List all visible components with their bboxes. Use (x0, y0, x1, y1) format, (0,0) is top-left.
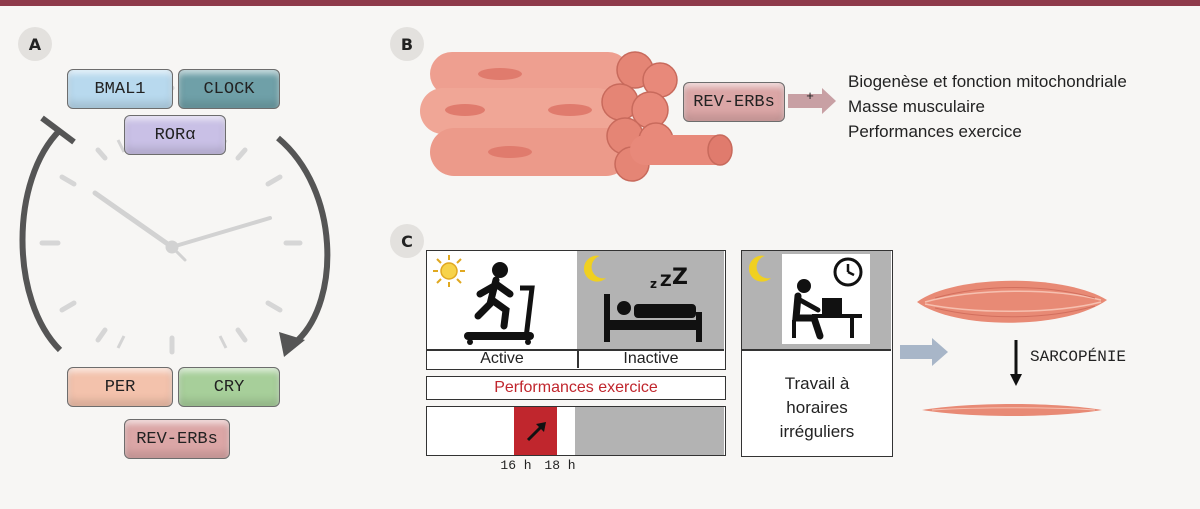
active-label: Active (480, 350, 524, 367)
muscle-fiber-bundle (420, 51, 733, 182)
panel-b-label: B (390, 27, 424, 61)
time-16h: 16 h (500, 458, 532, 473)
svg-text:z: z (650, 277, 657, 291)
timeline-inactive-region (575, 407, 724, 455)
shift-work-line-1: Travail à (784, 374, 850, 393)
inhibition-arc (19, 127, 63, 353)
leads-to-arrow (900, 338, 948, 366)
performance-box (426, 376, 726, 400)
moon-icon (583, 255, 606, 282)
svg-text:Z: Z (672, 265, 688, 290)
effect-muscle-mass: Masse musculaire (848, 97, 985, 116)
inhibition-bar (40, 115, 76, 145)
plus-sign: + (806, 88, 814, 103)
performance-label: Performances exercice (494, 379, 658, 396)
svg-text:Z: Z (660, 271, 672, 290)
effect-mitochondrial: Biogenèse et fonction mitochondriale (848, 72, 1127, 91)
desk-worker-clock-icon (792, 257, 863, 340)
effect-exercise-performance: Performances exercice (848, 122, 1022, 141)
time-18h: 18 h (544, 458, 576, 473)
gene-per: PER (67, 367, 173, 407)
activation-arrow (788, 88, 836, 114)
panel-b-rev-erbs: REV-ERBs (683, 82, 785, 122)
phase-label-divider (427, 349, 724, 351)
healthy-muscle-icon (917, 280, 1107, 323)
sarcopenia-down-arrow (1010, 340, 1022, 386)
gene-cry: CRY (178, 367, 280, 407)
gene-ror-alpha: RORα (124, 115, 226, 155)
atrophied-muscle-icon (922, 404, 1102, 416)
sun-icon (433, 255, 465, 287)
gene-clock: CLOCK (178, 69, 280, 109)
sarcopenia-label: SARCOPÉNIE (1030, 348, 1127, 366)
panel-a-label: A (18, 27, 52, 61)
increase-arrow-icon (526, 422, 546, 442)
shift-work-line-3: irréguliers (779, 422, 855, 441)
panel-c-label: C (390, 224, 424, 258)
clock-hands (92, 190, 272, 262)
muscle-fibers (420, 51, 733, 182)
moon-icon (748, 255, 771, 282)
shift-work-line-2: horaires (786, 398, 848, 417)
phase-column-divider (577, 349, 579, 368)
activation-arrowhead (279, 332, 305, 357)
top-accent-bar (0, 0, 1200, 6)
gene-rev-erbs: REV-ERBs (124, 419, 230, 459)
activation-arc (276, 135, 331, 343)
gene-bmal1: BMAL1 (67, 69, 173, 109)
sleeping-bed-icon: z Z Z (604, 265, 702, 342)
inactive-label: Inactive (623, 350, 679, 367)
treadmill-runner-icon (464, 262, 535, 345)
shift-work-divider (742, 349, 891, 351)
